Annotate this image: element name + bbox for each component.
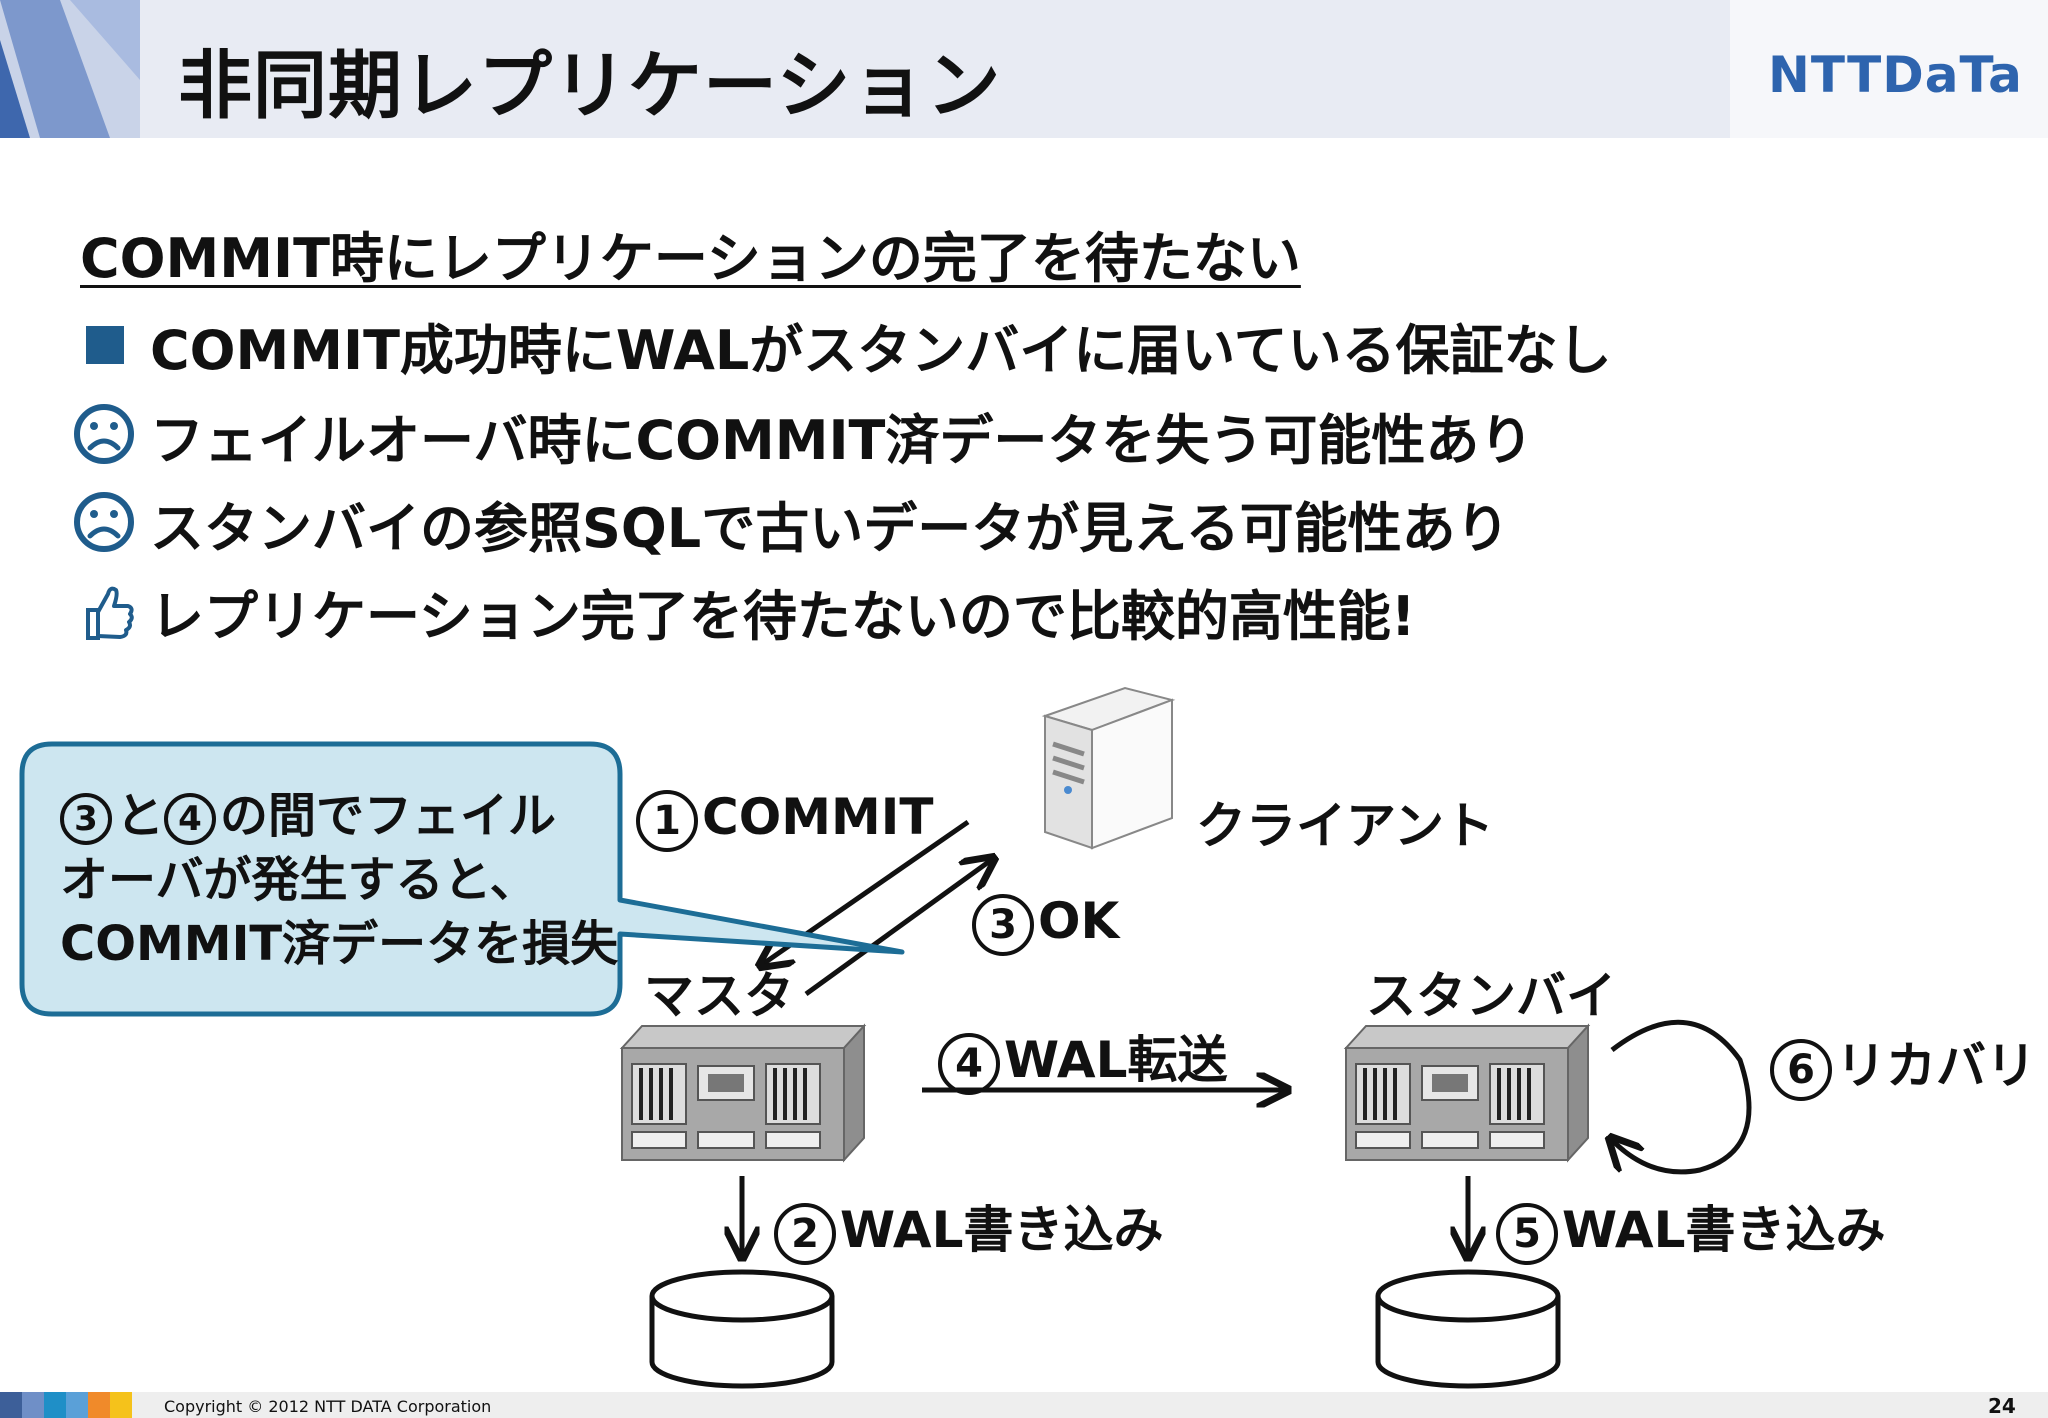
bullet-text-3: スタンバイの参照SQLで古いデータが見える可能性あり (150, 497, 1510, 560)
footer-color-strip (88, 1392, 110, 1418)
callout-line-1-text: の間でフェイル (220, 788, 557, 844)
master-disk-icon (649, 1269, 835, 1389)
footer-color-strip (110, 1392, 132, 1418)
step-number-badge: 1 (636, 789, 698, 852)
callout-bubble (19, 741, 905, 1017)
standby-disk-icon (1375, 1269, 1561, 1389)
step1-text: COMMIT (702, 788, 934, 846)
master-server-icon (619, 1023, 867, 1163)
standby-server-icon (1343, 1023, 1591, 1163)
header-decoration (0, 0, 140, 138)
bullet-text-4: レプリケーション完了を待たないので比較的高性能! (150, 585, 1416, 648)
step-number-badge: 2 (774, 1202, 836, 1265)
thumbs-up-icon (86, 586, 134, 640)
recovery-loop-arrow (1610, 1019, 1752, 1175)
step2-text: WAL書き込み (840, 1201, 1164, 1259)
step-number-badge: 4 (164, 793, 217, 845)
footer-bar (0, 1392, 2048, 1418)
client-server-icon (1041, 686, 1176, 850)
step5-text: WAL書き込み (1562, 1201, 1886, 1259)
standby-label: スタンバイ (1366, 967, 1616, 1025)
square-bullet-icon (86, 326, 124, 364)
master-label: マスタ (644, 967, 794, 1025)
page-number: 24 (1988, 1394, 2016, 1418)
ok-arrow (804, 858, 994, 997)
subheading: COMMIT時にレプリケーションの完了を待たない (80, 227, 1301, 290)
footer-color-strip (22, 1392, 44, 1418)
step-number-badge: 4 (938, 1032, 1000, 1095)
footer-color-strip (66, 1392, 88, 1418)
callout-connector: と (116, 788, 165, 844)
callout-line-2: オーバが発生すると、 (60, 852, 538, 908)
sad-face-icon (74, 492, 134, 552)
bullet-text-1: COMMIT成功時にWALがスタンバイに届いている保証なし (150, 319, 1612, 382)
page-title: 非同期レプリケーション (178, 43, 1002, 129)
footer-color-strip (44, 1392, 66, 1418)
copyright-text: Copyright © 2012 NTT DATA Corporation (164, 1397, 492, 1416)
step3-text: OK (1038, 892, 1120, 950)
step-number-badge: 3 (972, 893, 1034, 956)
sad-face-icon (74, 404, 134, 464)
client-label: クライアント (1196, 797, 1494, 855)
step-number-badge: 3 (60, 793, 112, 845)
footer-color-strip (0, 1392, 22, 1418)
step-number-badge: 6 (1770, 1038, 1832, 1101)
callout-line-3: COMMIT済データを損失 (60, 916, 619, 972)
header-bar (0, 0, 2048, 138)
step6-text: リカバリ (1836, 1037, 2036, 1095)
header-logo-area (1730, 0, 2048, 138)
step-number-badge: 5 (1496, 1202, 1558, 1265)
bullet-text-2: フェイルオーバ時にCOMMIT済データを失う可能性あり (150, 409, 1534, 472)
company-logo: NTTDaTa (1768, 46, 2023, 104)
step4-text: WAL転送 (1004, 1031, 1228, 1089)
